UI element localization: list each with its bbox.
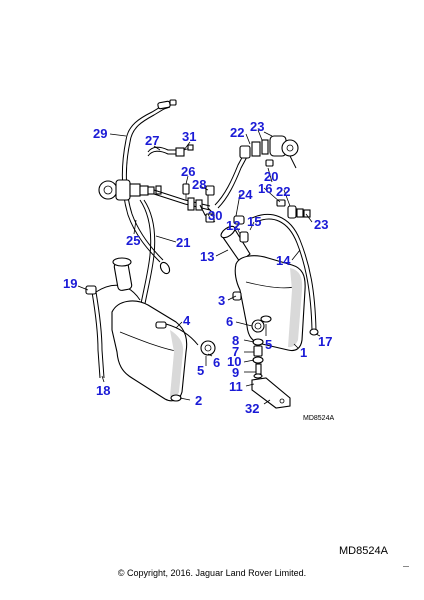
callout-32: 32	[245, 401, 259, 416]
callout-22b: 22	[276, 184, 290, 199]
callout-31: 31	[182, 129, 196, 144]
tube-run-left	[85, 199, 156, 379]
callout-26: 26	[181, 164, 195, 179]
callout-30: 30	[208, 208, 222, 223]
leader-lines	[77, 129, 321, 405]
callout-16: 16	[258, 181, 272, 196]
callout-23: 23	[250, 119, 264, 134]
copyright-notice: © Copyright, 2016. Jaguar Land Rover Lim…	[117, 568, 307, 578]
filler-neck	[220, 225, 251, 263]
callout-14: 14	[276, 253, 291, 268]
callout-25: 25	[126, 233, 140, 248]
tube-assembly-upper	[121, 99, 177, 275]
callout-1: 1	[300, 345, 307, 360]
callout-5b: 5	[265, 337, 272, 352]
callout-8: 8	[232, 333, 239, 348]
callout-6b: 6	[226, 314, 233, 329]
callout-12: 12	[226, 218, 240, 233]
reservoir-tank-right	[232, 255, 306, 352]
reference-code: MD8524A	[339, 545, 388, 557]
callout-4: 4	[183, 313, 191, 328]
callout-15: 15	[247, 214, 261, 229]
corner-mark	[403, 566, 409, 567]
callout-13: 13	[200, 249, 214, 264]
callout-20: 20	[264, 169, 278, 184]
pump-assembly-left	[98, 179, 216, 223]
callout-21: 21	[176, 235, 190, 250]
callout-3: 3	[218, 293, 225, 308]
clip-parts	[147, 144, 215, 215]
diagram-drawing-code: MD8524A	[303, 415, 334, 422]
callout-9: 9	[232, 365, 239, 380]
callout-18: 18	[96, 383, 110, 398]
callout-23b: 23	[314, 217, 328, 232]
callout-24: 24	[238, 187, 253, 202]
pipe-right	[233, 199, 319, 336]
callout-17: 17	[318, 334, 332, 349]
callout-5: 5	[197, 363, 204, 378]
callout-28: 28	[192, 177, 206, 192]
callout-10: 10	[227, 354, 241, 369]
callout-29: 29	[93, 126, 107, 141]
callout-22: 22	[230, 125, 244, 140]
callout-labels: 1 2 3 4 5 5 6 6 7 8 9 10 11 12 13 14 15 …	[63, 119, 332, 416]
callout-27: 27	[145, 133, 159, 148]
callout-11: 11	[229, 379, 243, 394]
callout-19: 19	[63, 276, 77, 291]
reservoir-tank-left	[111, 257, 216, 402]
callout-2: 2	[195, 393, 202, 408]
pump-stack	[251, 338, 291, 409]
callout-6: 6	[213, 355, 220, 370]
pump-assembly-right	[214, 135, 299, 209]
callout-7: 7	[232, 344, 239, 359]
